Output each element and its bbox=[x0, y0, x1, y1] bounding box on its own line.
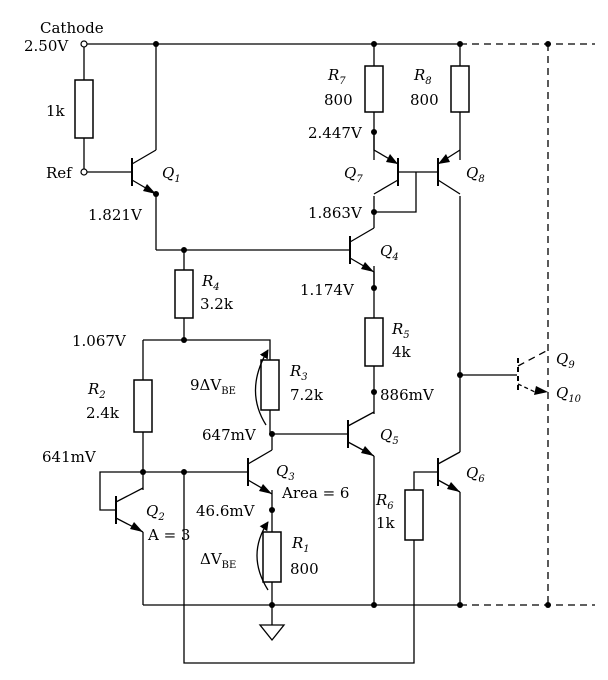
dvbe-annotation: ΔVBE bbox=[200, 550, 236, 571]
q7-label: Q7 bbox=[344, 164, 363, 185]
junctions bbox=[80, 40, 551, 608]
q2-area-note: A = 3 bbox=[147, 526, 190, 544]
q10-label: Q10 bbox=[556, 384, 582, 405]
r4-value: 3.2k bbox=[200, 295, 234, 313]
r5-value: 4k bbox=[392, 343, 412, 361]
q5-label: Q5 bbox=[380, 426, 399, 447]
resistor-r8 bbox=[450, 65, 470, 113]
q4-emitter-voltage: 1.174V bbox=[300, 281, 355, 299]
q3-base-voltage: 647mV bbox=[202, 426, 257, 444]
q3-area-note: Area = 6 bbox=[281, 484, 349, 502]
r2-label: R2 bbox=[87, 380, 106, 401]
q8-label: Q8 bbox=[466, 164, 485, 185]
q2-voltage: 641mV bbox=[42, 448, 97, 466]
r7-value: 800 bbox=[324, 91, 353, 109]
r6-label: R6 bbox=[375, 491, 394, 512]
q1-label: Q1 bbox=[162, 164, 181, 185]
r7-label: R7 bbox=[327, 66, 346, 87]
cathode-terminal bbox=[80, 40, 88, 48]
transistor-q1 bbox=[131, 149, 157, 195]
transistor-q2 bbox=[115, 487, 144, 533]
r3-top-voltage: 1.067V bbox=[72, 332, 127, 350]
r1-top-voltage: 46.6mV bbox=[196, 502, 256, 520]
q2-label: Q2 bbox=[146, 502, 165, 523]
vbe9-annotation: 9ΔVBE bbox=[190, 376, 236, 397]
resistors bbox=[74, 65, 470, 583]
resistor-ref bbox=[74, 79, 94, 139]
resistor-r6 bbox=[404, 489, 424, 541]
r5-label: R5 bbox=[391, 320, 410, 341]
r1-label: R1 bbox=[291, 534, 310, 555]
transistor-q3 bbox=[247, 449, 273, 495]
ground-symbol bbox=[258, 624, 286, 642]
r4-label: R4 bbox=[201, 272, 220, 293]
transistor-q7 bbox=[373, 132, 399, 195]
q4-label: Q4 bbox=[380, 242, 399, 263]
q9-label: Q9 bbox=[556, 350, 575, 371]
resistor-r5 bbox=[364, 317, 384, 367]
dvbe-arrow bbox=[256, 521, 269, 591]
resistor-r2 bbox=[133, 379, 153, 433]
transistor-q8 bbox=[437, 149, 461, 195]
transistor-q9-q10 bbox=[510, 349, 549, 395]
r2-value: 2.4k bbox=[86, 404, 120, 422]
r1-value: 800 bbox=[290, 560, 319, 578]
q7-base-voltage: 2.447V bbox=[308, 124, 363, 142]
r5-bottom-voltage: 886mV bbox=[380, 386, 435, 404]
wires bbox=[83, 43, 595, 664]
r8-value: 800 bbox=[410, 91, 439, 109]
resistor-r4 bbox=[174, 269, 194, 319]
q6-label: Q6 bbox=[466, 464, 485, 485]
transistor-q4 bbox=[349, 227, 375, 288]
q4-collector-voltage: 1.863V bbox=[308, 204, 363, 222]
r-ref-value: 1k bbox=[46, 102, 66, 120]
transistors bbox=[115, 132, 549, 533]
resistor-r3 bbox=[260, 359, 280, 411]
cathode-voltage: 2.50V bbox=[24, 37, 69, 55]
ref-label: Ref bbox=[46, 164, 73, 182]
r8-label: R8 bbox=[413, 66, 432, 87]
r3-label: R3 bbox=[289, 362, 308, 383]
q3-label: Q3 bbox=[276, 462, 295, 483]
vbe9-arrow bbox=[254, 349, 269, 426]
q1-emitter-voltage: 1.821V bbox=[88, 206, 143, 224]
resistor-r1 bbox=[262, 531, 282, 583]
transistor-q6 bbox=[437, 451, 461, 493]
ref-terminal bbox=[80, 168, 88, 176]
r6-value: 1k bbox=[376, 514, 396, 532]
transistor-q5 bbox=[347, 411, 375, 457]
r3-value: 7.2k bbox=[290, 386, 324, 404]
cathode-label: Cathode bbox=[40, 19, 104, 37]
resistor-r7 bbox=[364, 65, 384, 113]
